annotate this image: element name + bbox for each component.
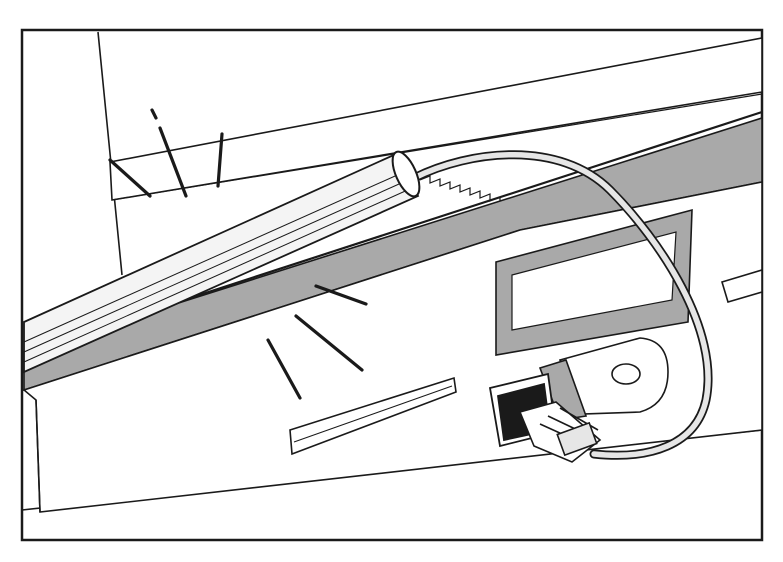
usb-plug [518, 401, 602, 463]
led-light-bar [23, 150, 421, 374]
mounting-bracket [538, 337, 669, 421]
snap-click-marks-top [108, 108, 224, 198]
side-slot [721, 268, 763, 303]
snap-click-marks-middle [266, 284, 368, 400]
mounting-slot [289, 376, 457, 456]
usb-port-housing [495, 208, 693, 356]
